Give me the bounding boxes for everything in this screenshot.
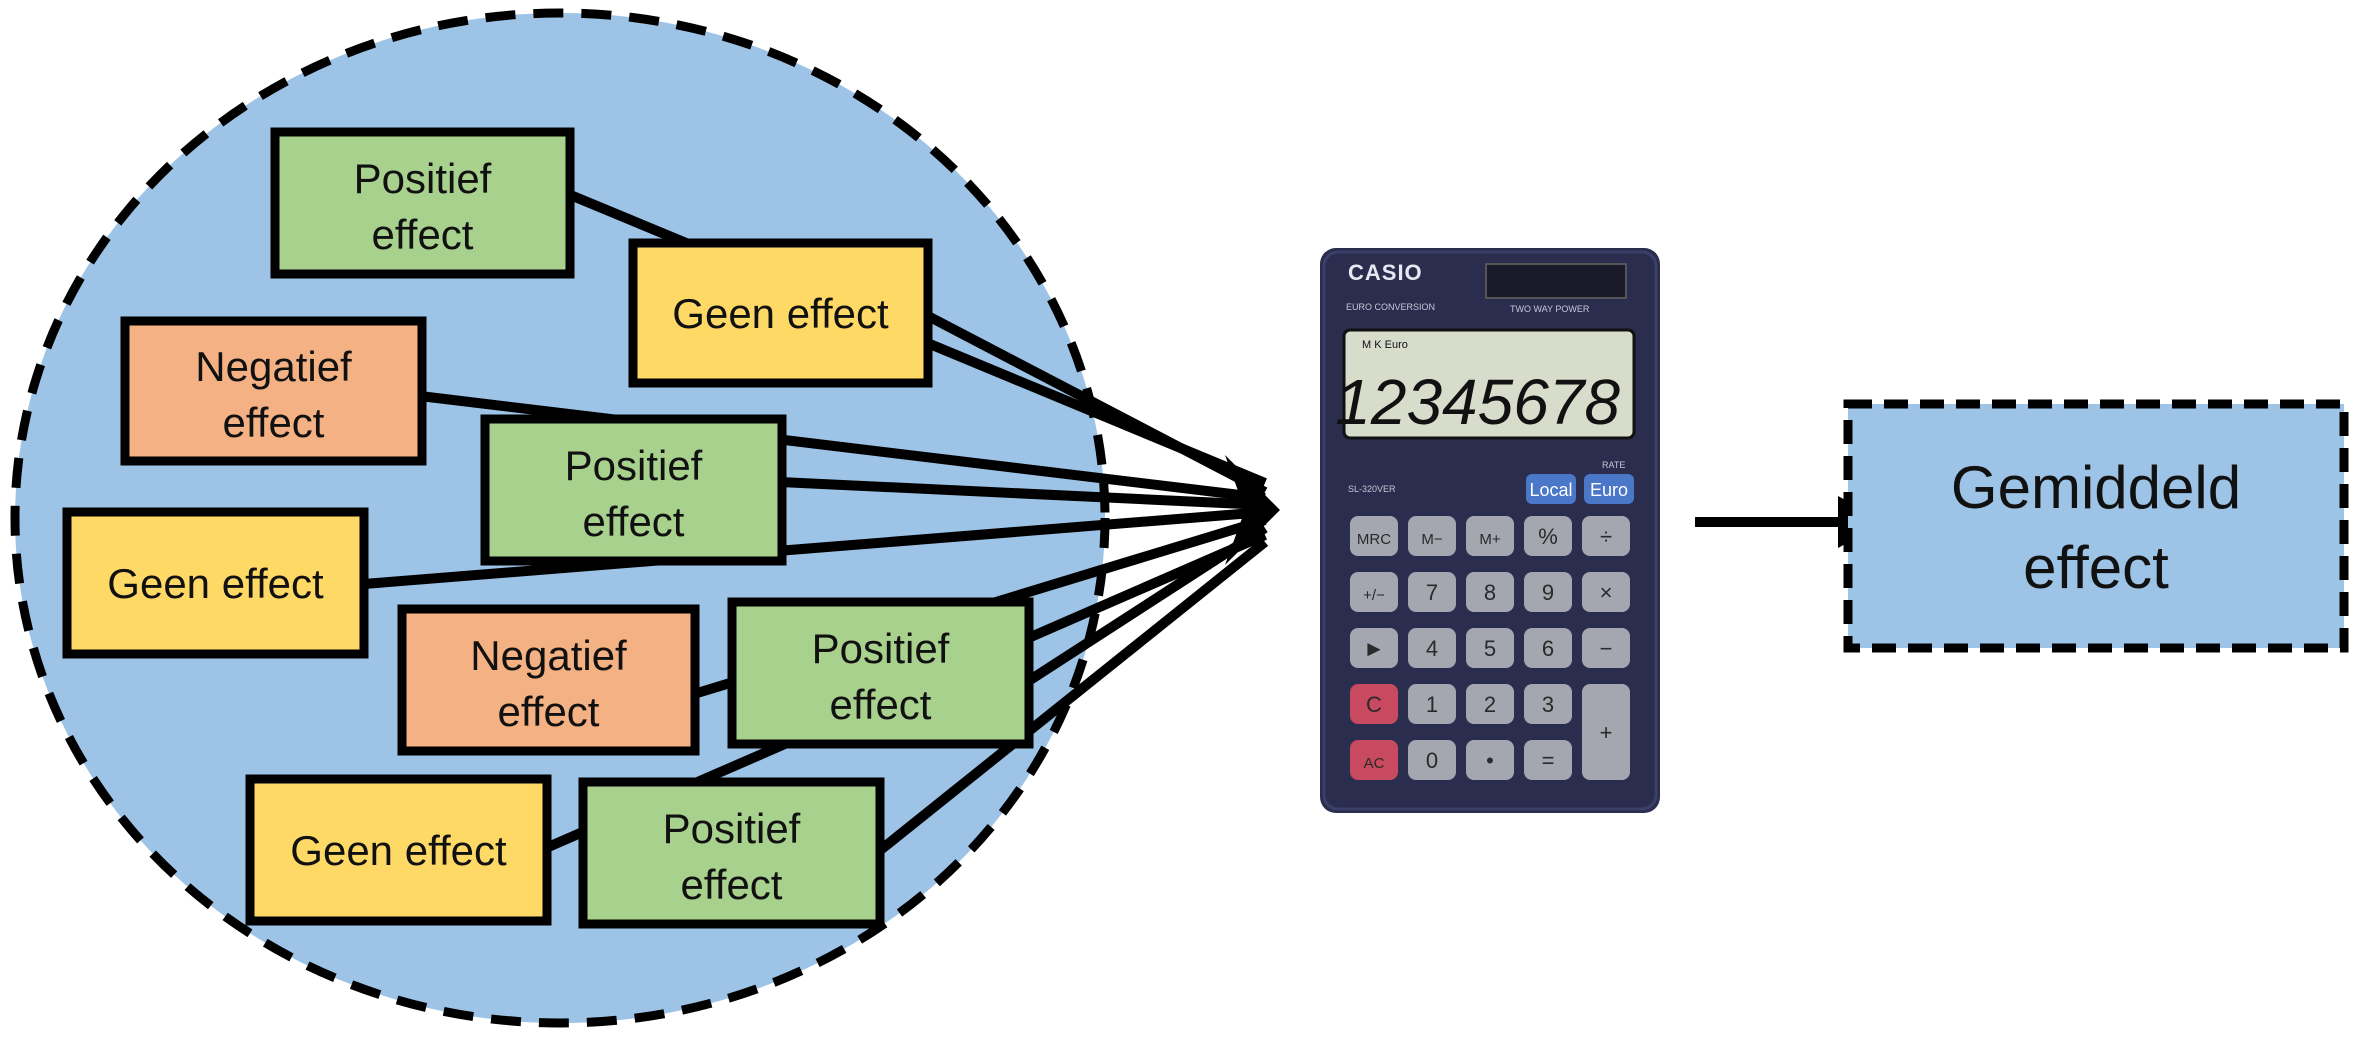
result-box: Gemiddeld effect	[1843, 399, 2349, 653]
calc-key[interactable]: ÷	[1582, 516, 1630, 556]
local-key[interactable]: Local	[1526, 474, 1576, 504]
effect-box-neutral: Geen effect	[245, 774, 552, 926]
calculator-brand: CASIO	[1348, 260, 1423, 285]
effect-arrow	[925, 311, 1268, 497]
effect-label-line1: Positief	[812, 625, 950, 672]
calc-key-label: MRC	[1357, 531, 1391, 548]
calc-key-label: 3	[1542, 692, 1554, 717]
calc-key-label: ÷	[1600, 524, 1612, 549]
calc-key[interactable]: 2	[1466, 684, 1514, 724]
effect-box-positive: Positief effect	[727, 597, 1034, 749]
display-readout: 12345678	[1335, 366, 1620, 438]
effect-label-line2: effect	[583, 498, 685, 545]
calc-key-label: M−	[1421, 531, 1442, 548]
calc-key-label: •	[1486, 748, 1494, 773]
effect-label-line1: Negatief	[195, 343, 352, 390]
calc-key-label: =	[1542, 748, 1555, 773]
calc-key-label: ×	[1600, 580, 1613, 605]
calc-key-label: −	[1600, 636, 1613, 661]
result-label-line1: Gemiddeld	[1951, 454, 2241, 521]
calc-key-label: 4	[1426, 636, 1438, 661]
calc-key-label: %	[1538, 524, 1558, 549]
svg-text:Euro: Euro	[1590, 480, 1628, 500]
calc-key-label: +/−	[1363, 587, 1385, 604]
result-label-line2: effect	[2023, 534, 2169, 601]
calc-key[interactable]: •	[1466, 740, 1514, 780]
effect-box-positive: Positief effect	[270, 127, 575, 279]
solar-panel	[1485, 263, 1627, 299]
effect-label-line2: effect	[681, 861, 783, 908]
svg-text:Local: Local	[1529, 480, 1572, 500]
calc-key[interactable]: ×	[1582, 572, 1630, 612]
effect-label-line2: effect	[223, 399, 325, 446]
power-label: TWO WAY POWER	[1510, 304, 1590, 314]
calc-key-label: 0	[1426, 748, 1438, 773]
calc-key[interactable]: −	[1582, 628, 1630, 668]
calc-key[interactable]: 1	[1408, 684, 1456, 724]
calculator-keypad: MRC M− M+% ÷ +/− 7 8 9 × ► 4 5 6 − C 1 2 3 + AC 0 • =	[1350, 516, 1630, 780]
effect-label-line2: effect	[372, 211, 474, 258]
calc-key[interactable]: M−	[1408, 516, 1456, 556]
calc-key-label: 5	[1484, 636, 1496, 661]
calc-key[interactable]: ►	[1350, 628, 1398, 668]
euro-key[interactable]: Euro	[1584, 474, 1634, 504]
effect-box-positive: Positief effect	[480, 414, 787, 566]
calculator-image: CASIO EURO CONVERSION TWO WAY POWER M K …	[1320, 248, 1660, 813]
effect-label-line1: Negatief	[470, 632, 627, 679]
effect-label: Geen effect	[672, 290, 889, 337]
calc-key-label: ►	[1363, 636, 1385, 661]
effect-box-positive: Positief effect	[578, 777, 885, 929]
model-label: SL-320VER	[1348, 484, 1396, 494]
calculator-subtitle: EURO CONVERSION	[1346, 302, 1435, 312]
effect-arrow	[419, 391, 1266, 503]
effect-label: Geen effect	[290, 827, 507, 874]
effect-box-negative: Negatief effect	[120, 316, 427, 466]
effect-label-line2: effect	[498, 688, 600, 735]
calc-key-label: +	[1600, 720, 1613, 745]
calc-key-label: M+	[1479, 531, 1500, 548]
calc-key-label: 2	[1484, 692, 1496, 717]
calc-key[interactable]: C	[1350, 684, 1398, 724]
calc-key[interactable]: 9	[1524, 572, 1572, 612]
calc-key[interactable]: M+	[1466, 516, 1514, 556]
effect-label-line1: Positief	[663, 805, 801, 852]
calc-key[interactable]: =	[1524, 740, 1572, 780]
calculator-display	[1342, 328, 1636, 440]
calc-key-label: 9	[1542, 580, 1554, 605]
calc-key[interactable]: %	[1524, 516, 1572, 556]
arrowheads	[1225, 455, 1280, 565]
effect-box-neutral: Geen effect	[62, 507, 369, 659]
effect-label-line1: Positief	[354, 155, 492, 202]
calc-key[interactable]: 4	[1408, 628, 1456, 668]
effect-box-neutral: Geen effect	[628, 238, 933, 388]
rate-label: RATE	[1602, 460, 1625, 470]
calc-key[interactable]: +/−	[1350, 572, 1398, 612]
calc-key[interactable]: 7	[1408, 572, 1456, 612]
calc-key[interactable]: MRC	[1350, 516, 1398, 556]
calc-key[interactable]: AC	[1350, 740, 1398, 780]
effect-label: Geen effect	[107, 560, 324, 607]
effect-box-negative: Negatief effect	[397, 604, 700, 756]
effect-label-line1: Positief	[565, 442, 703, 489]
calc-key[interactable]: 0	[1408, 740, 1456, 780]
effect-arrow	[363, 507, 1266, 589]
calc-key-label: 8	[1484, 580, 1496, 605]
calc-key[interactable]: 8	[1466, 572, 1514, 612]
effect-label-line2: effect	[830, 681, 932, 728]
effect-arrow	[779, 477, 1266, 510]
calc-key-label: AC	[1364, 755, 1385, 772]
calc-key[interactable]: +	[1582, 684, 1630, 780]
calc-key[interactable]: 3	[1524, 684, 1572, 724]
calc-key-label: 1	[1426, 692, 1438, 717]
display-indicators: M K Euro	[1362, 339, 1408, 351]
calc-key-label: 6	[1542, 636, 1554, 661]
calc-key-label: C	[1366, 692, 1382, 717]
calc-key[interactable]: 5	[1466, 628, 1514, 668]
calc-key[interactable]: 6	[1524, 628, 1572, 668]
effect-arrow	[874, 538, 1269, 856]
calc-key-label: 7	[1426, 580, 1438, 605]
